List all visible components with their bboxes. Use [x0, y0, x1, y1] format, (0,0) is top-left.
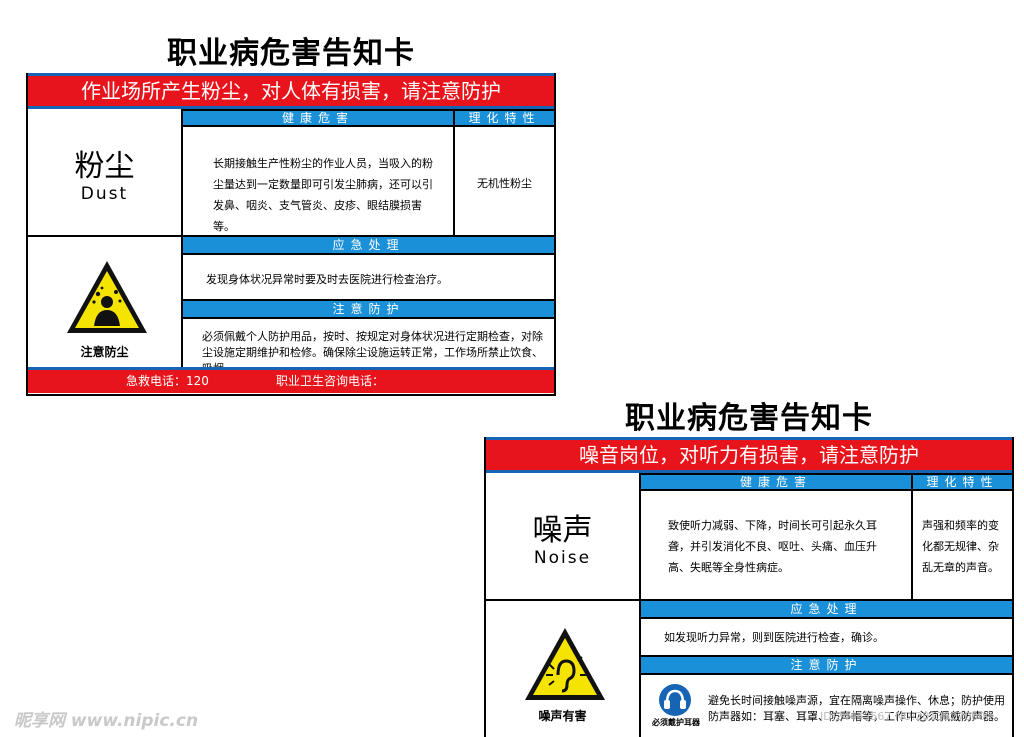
card1-row-divider	[28, 235, 183, 237]
card1-banner: 作业场所产生粉尘，对人体有损害，请注意防护	[28, 73, 554, 109]
card2-health-text: 致使听力减弱、下降，时间长可引起永久耳聋，并引发消化不良、呕吐、头痛、血压升高、…	[668, 519, 877, 574]
card2-row-divider	[486, 599, 641, 601]
card1-footer: 急救电话：120 职业卫生咨询电话：	[28, 367, 554, 393]
card1-precaution-header: 注意防护	[183, 299, 554, 319]
card1-health-header: 健康危害	[183, 109, 453, 127]
dust-warning-icon	[67, 261, 147, 333]
card2-hazard-english: Noise	[533, 548, 592, 568]
card2-emergency-text: 如发现听力异常，则到医院进行检查，确诊。	[664, 631, 884, 644]
card2-property-text: 声强和频率的变化都无规律、杂乱无章的声音。	[922, 519, 999, 574]
card2-prop-divider	[911, 473, 913, 601]
card1-emergency-header: 应急处理	[183, 235, 554, 255]
ear-protection-icon	[659, 684, 691, 716]
card2-health-header: 健康危害	[641, 473, 911, 491]
card2-hazard-name: 噪声	[532, 513, 593, 548]
card1-health-text: 长期接触生产性粉尘的作业人员，当吸入的粉尘量达到一定数量即可引发尘肺病，还可以引…	[213, 157, 433, 233]
card2-frame: 噪音岗位，对听力有损害，请注意防护 噪声 Noise 健康危害 理化特性 致使听…	[484, 437, 1014, 737]
card1-hazard-english: Dust	[80, 184, 129, 204]
card1-emergency-text: 发现身体状况异常时要及时去医院进行检查治疗。	[206, 273, 448, 286]
card2-ear-sign-label: 必须戴护耳器	[652, 718, 700, 727]
card1-property-text: 无机性粉尘	[477, 177, 532, 190]
card1-footer-consult: 职业卫生咨询电话：	[276, 374, 385, 388]
card1-hazard-name: 粉尘	[74, 149, 135, 184]
card2-property-header: 理化特性	[913, 473, 1012, 491]
watermark: 昵享网 www.nipic.cn	[14, 711, 199, 731]
card2-precaution-header: 注意防护	[641, 655, 1012, 675]
card1-col-divider	[181, 109, 183, 367]
card1-frame: 作业场所产生粉尘，对人体有损害，请注意防护 粉尘 Dust 健康危害 理化特性 …	[26, 73, 556, 396]
card1-title: 职业病危害告知卡	[167, 36, 415, 71]
card2-precaution-text: 避免长时间接触噪声源，宜在隔离噪声操作、休息；防护使用防声器如：耳塞、耳罩、防声…	[708, 694, 1005, 723]
card1-prop-divider	[453, 109, 455, 237]
card2-banner: 噪音岗位，对听力有损害，请注意防护	[486, 437, 1012, 473]
card2-sign-label: 噪声有害	[538, 709, 587, 723]
card1-precaution-text: 必须佩戴个人防护用品，按时、按规定对身体状况进行定期检查，对除尘设施定期维护和检…	[202, 330, 543, 375]
card2-emergency-header: 应急处理	[641, 599, 1012, 619]
watermark-id: ID:24443567 NO:20135270000	[820, 710, 993, 723]
card1-sign-label: 注意防尘	[80, 345, 129, 359]
noise-warning-icon	[525, 628, 605, 700]
card1-footer-emergency: 急救电话：120	[126, 374, 209, 388]
card1-property-header: 理化特性	[455, 109, 554, 127]
card2-title: 职业病危害告知卡	[625, 401, 873, 436]
card2-col-divider	[639, 473, 641, 737]
